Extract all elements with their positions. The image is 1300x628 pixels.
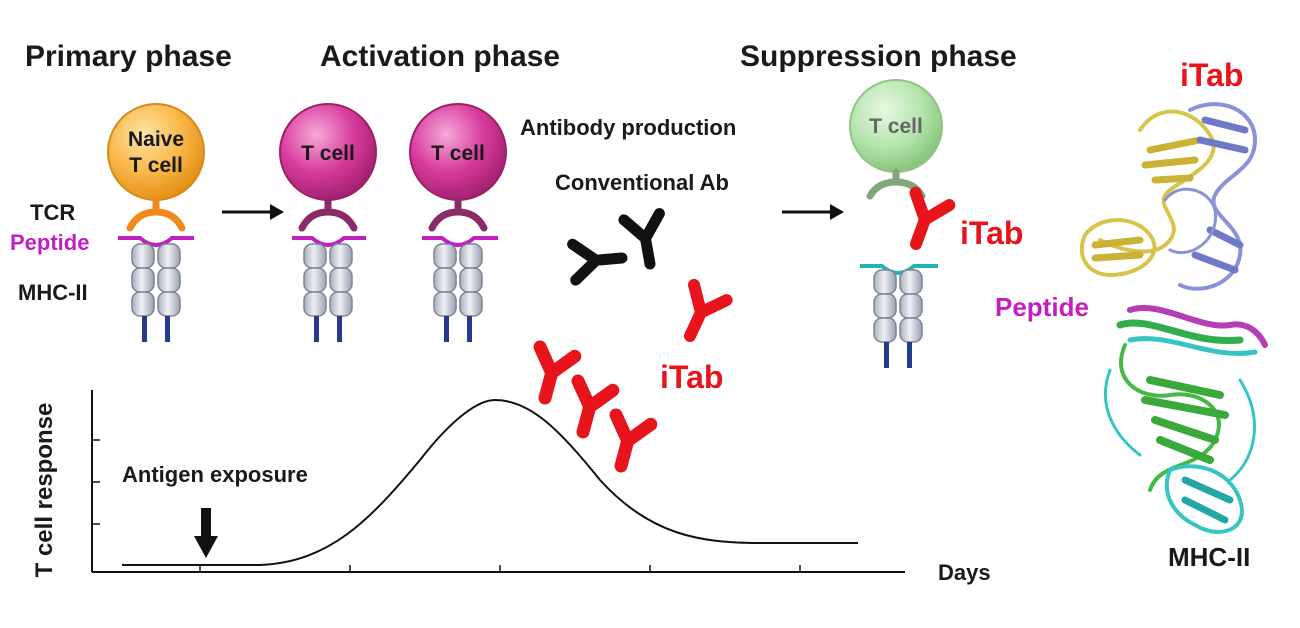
t-cell-label: T cell [301,142,355,165]
peptide-strand [292,236,366,247]
itab-antibody-icon [566,381,613,437]
mhc-ii-complex [131,243,181,343]
response-plot [91,390,905,573]
peptide-label-structure: Peptide [995,292,1089,322]
mhc-ii-complex [303,243,353,343]
itab-label-center: iTab [660,359,723,395]
conventional-ab-label: Conventional Ab [555,170,729,195]
phase-title-suppression: Suppression phase [740,40,1017,73]
itab-antibody-icon [528,347,575,403]
arrow-right-icon [222,204,284,220]
conventional-antibody-icon [624,214,668,268]
arrow-right-icon [782,204,844,220]
arrow-down-icon [194,508,218,558]
naive-t-cell: Naive T cell [107,103,205,232]
activated-t-cell-1: T cell [279,103,377,232]
itab-mhc-structure-image [1079,102,1268,534]
antibody-production-label: Antibody production [520,115,736,140]
y-axis-label: T cell response [31,403,58,578]
mhc-ii-complex [433,243,483,343]
phase-title-primary: Primary phase [25,40,232,73]
itab-label-suppression: iTab [960,215,1023,251]
peptide-strand [860,264,938,275]
naive-label-line1: Naive [128,128,184,151]
peptide-strand [422,236,498,247]
peptide-strand [118,236,194,247]
tcr-label: TCR [30,200,75,225]
response-curve [122,398,858,566]
itab-antibody-icon [604,415,651,471]
t-cell-label: T cell [431,142,485,165]
suppressed-t-cell: T cell [849,79,943,200]
mhc-label-left: MHC-II [18,280,88,305]
mhc-ii-complex [873,269,923,369]
activated-t-cell-2: T cell [409,103,507,232]
antigen-exposure-label: Antigen exposure [122,462,308,487]
t-cell-label: T cell [869,115,923,138]
itab-antibody-icon [899,193,949,250]
phase-title-activation: Activation phase [320,40,560,73]
naive-label-line2: T cell [129,154,183,177]
peptide-label-left: Peptide [10,230,89,255]
conventional-antibody-icon [573,240,624,280]
x-axis-label: Days [938,560,991,585]
tcr-receptor [126,196,186,232]
itab-label-structure: iTab [1180,57,1243,93]
mhc-label-structure: MHC-II [1168,542,1250,572]
itab-antibody-icon [674,285,727,344]
